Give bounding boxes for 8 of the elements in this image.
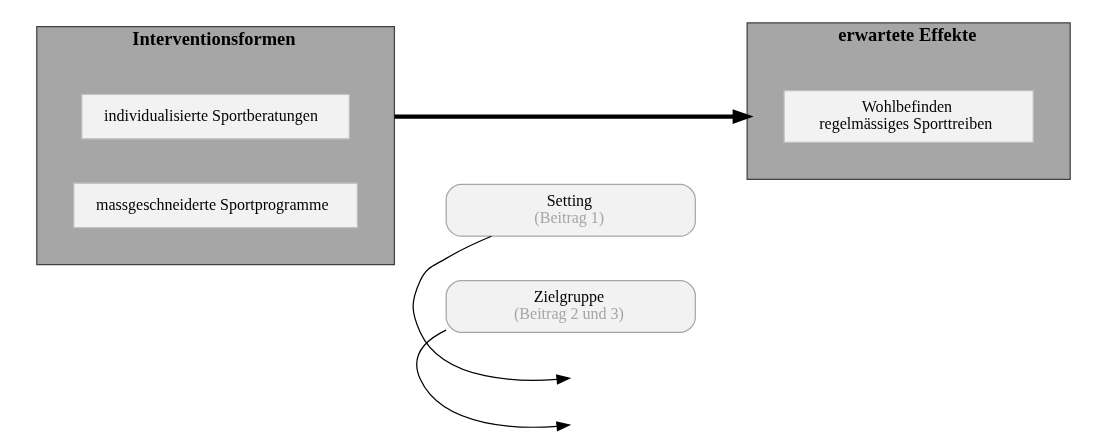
arrow: [412, 235, 571, 385]
node-box: massgeschneiderte Sportprogramme: [72, 182, 358, 229]
node-box: Wohlbefinden regelmässiges Sporttreiben: [783, 90, 1034, 144]
node-box: Zielgruppe (Beitrag 2 und 3): [445, 279, 696, 333]
node-box: individualisierte Sportberatungen: [80, 93, 350, 140]
arrow: [393, 109, 754, 124]
node-box: Setting (Beitrag 1): [445, 183, 696, 237]
arrow: [415, 329, 571, 432]
